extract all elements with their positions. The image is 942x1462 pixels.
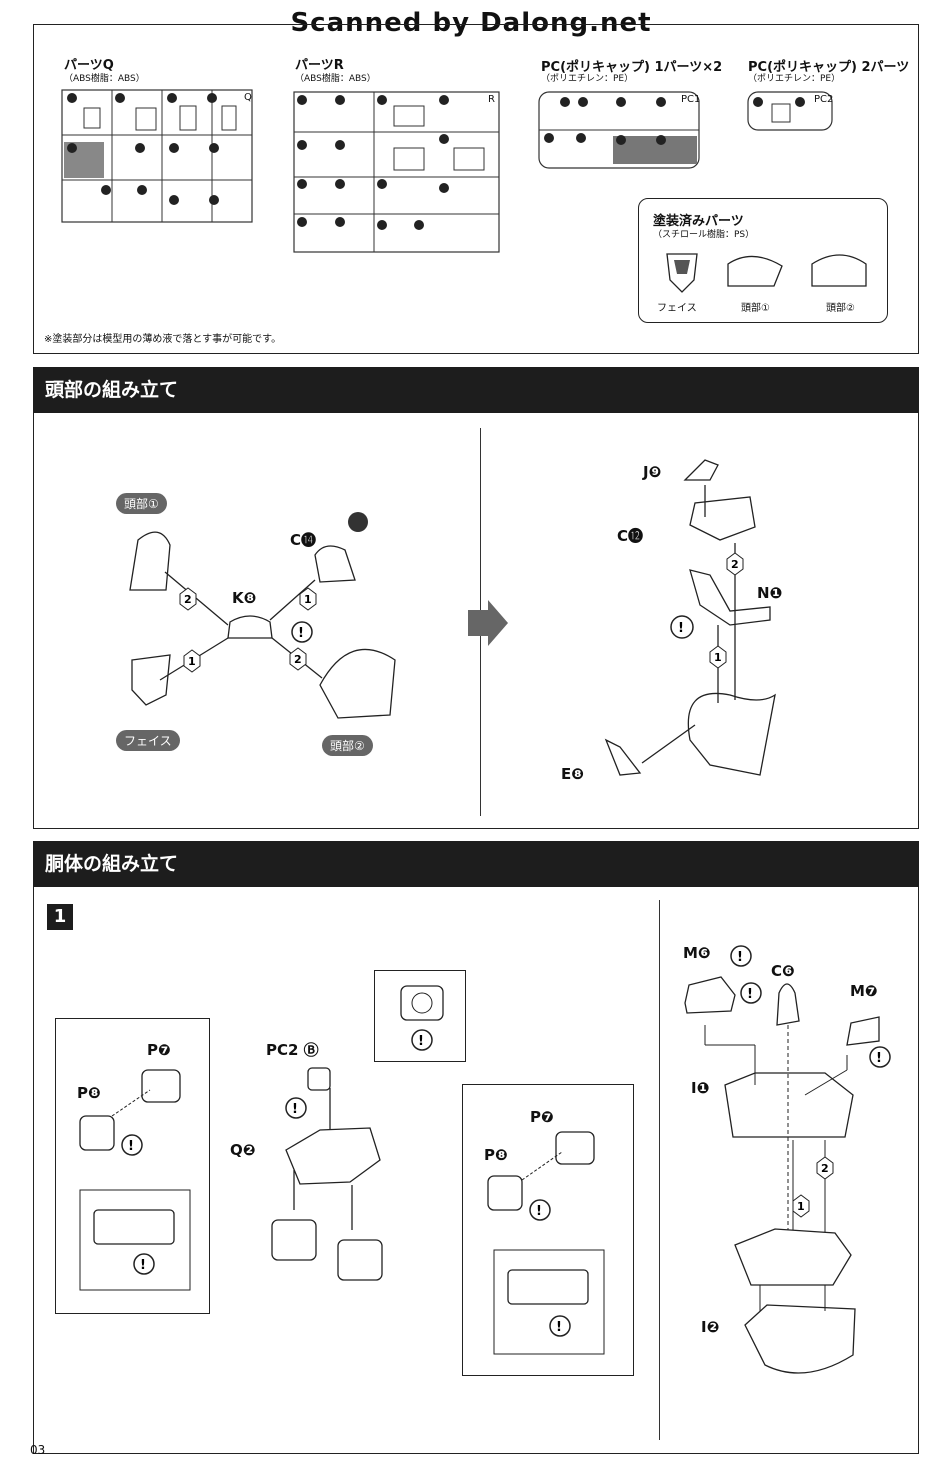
svg-text:!: ! [140, 1258, 146, 1273]
label-e8: E❽ [561, 765, 584, 783]
head-left-step-3: 1 [188, 655, 196, 668]
runner-q-diagram [61, 89, 253, 223]
label-n1: N❶ [757, 584, 783, 602]
label-m6: M❻ [683, 944, 711, 962]
torso-divider [659, 900, 660, 1440]
runner-pc2-tag: PC2 [814, 94, 834, 105]
watermark: Scanned by Dalong.net [290, 8, 652, 38]
painted-item-head2: 頭部② [826, 303, 855, 314]
torso-center-diagram: ! [271, 1067, 383, 1281]
runner-r-material: （ABS樹脂：ABS） [295, 74, 376, 84]
torso-step-hex-1: 2 [821, 1162, 829, 1175]
head-left-step-2: 1 [304, 593, 312, 606]
torso-step-number: 1 [47, 904, 73, 930]
svg-text:!: ! [536, 1204, 542, 1219]
head-left-step-4: 2 [294, 653, 302, 666]
svg-text:!: ! [128, 1139, 134, 1154]
painted-parts-box [638, 198, 888, 323]
head-right-diagram: ! 2 1 [604, 459, 776, 776]
svg-text:!: ! [747, 987, 753, 1002]
label-i2: I❷ [701, 1318, 720, 1336]
parts-note: ※塗装部分は模型用の薄め液で落とす事が可能です。 [44, 334, 282, 345]
svg-text:!: ! [678, 621, 684, 636]
head-left-step-1: 2 [184, 593, 192, 606]
runner-pc2-material: （ポリエチレン：PE） [748, 74, 841, 84]
torso-callout-top [374, 970, 466, 1062]
runner-r-diagram [293, 91, 500, 253]
torso-inset-left [55, 1018, 210, 1314]
label-p8a: P❽ [77, 1084, 101, 1102]
head-right-step-2: 1 [714, 651, 722, 664]
label-p7b: P❼ [530, 1108, 554, 1126]
torso-callout-top-diagram: ! [400, 985, 444, 1051]
painted-parts-title: 塗装済みパーツ [653, 214, 744, 229]
head-left-diagram: ! 2 1 1 2 [129, 512, 396, 719]
head-arrow-icon [468, 600, 508, 646]
painted-item-head1: 頭部① [741, 303, 770, 314]
svg-text:!: ! [556, 1320, 562, 1335]
runner-pc1-title: PC(ポリキャップ) 1パーツ×2 [541, 60, 723, 75]
head-right-step-1: 2 [731, 558, 739, 571]
painted-item-face: フェイス [657, 303, 697, 314]
head-section-header: 頭部の組み立て [33, 367, 919, 413]
label-c12: C⓬ [617, 527, 644, 545]
runner-pc2-diagram [747, 91, 833, 131]
label-face: フェイス [116, 730, 180, 751]
svg-text:!: ! [418, 1034, 424, 1049]
torso-right-diagram: ! ! ! 2 1 [684, 945, 891, 1374]
label-i1: I❶ [691, 1079, 710, 1097]
svg-text:!: ! [876, 1051, 882, 1066]
label-m7: M❼ [850, 982, 878, 1000]
runner-pc2-title: PC(ポリキャップ) 2パーツ [748, 60, 910, 75]
runner-q-tag: Q [244, 92, 252, 103]
label-p8b: P❽ [484, 1146, 508, 1164]
runner-pc1-diagram [538, 91, 700, 169]
label-c6: C❻ [771, 962, 795, 980]
page-number: 03 [30, 1443, 46, 1457]
svg-text:!: ! [292, 1102, 298, 1117]
label-j9: J❾ [643, 463, 662, 481]
painted-parts-illustrations [666, 253, 867, 293]
label-head1: 頭部① [116, 493, 167, 514]
label-c14: C⓮ [290, 531, 317, 549]
parts-panel [33, 24, 919, 354]
torso-section-header: 胴体の組み立て [33, 841, 919, 887]
torso-inset-left-diagram: ! ! [79, 1069, 191, 1291]
painted-parts-material: （スチロール樹脂：PS） [653, 230, 755, 240]
label-p7a: P❼ [147, 1041, 171, 1059]
torso-inset-right [462, 1084, 634, 1376]
svg-text:!: ! [737, 950, 743, 965]
runner-r-title: パーツR [295, 58, 344, 73]
label-pc2b: PC2 Ⓑ [266, 1041, 319, 1059]
label-q2: Q❷ [230, 1141, 256, 1159]
runner-q-title: パーツQ [64, 58, 114, 73]
torso-step-hex-2: 1 [797, 1200, 805, 1213]
runner-pc1-tag: PC1 [681, 94, 701, 105]
svg-text:!: ! [298, 626, 304, 641]
torso-inset-right-diagram: ! ! [487, 1131, 605, 1355]
label-head2: 頭部② [322, 735, 373, 756]
runner-r-tag: R [488, 94, 495, 105]
runner-pc1-material: （ポリエチレン：PE） [541, 74, 634, 84]
label-k8: K❽ [232, 589, 257, 607]
runner-q-material: （ABS樹脂：ABS） [64, 74, 145, 84]
